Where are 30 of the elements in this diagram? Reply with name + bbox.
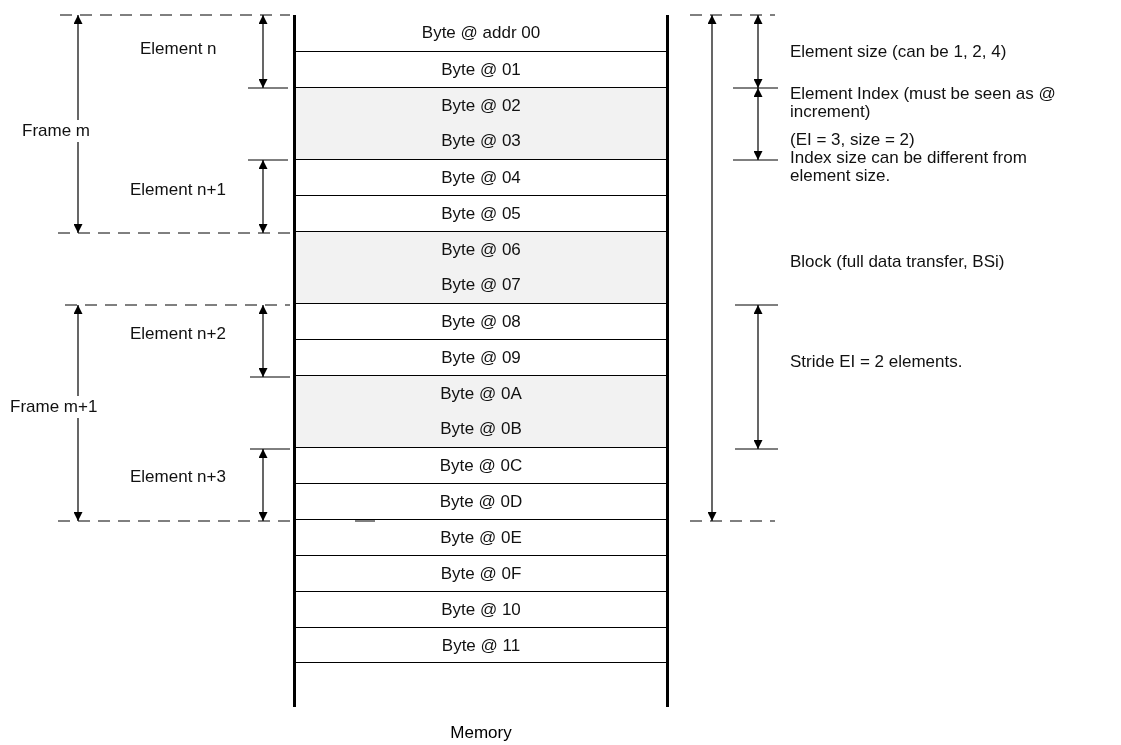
dimension-label: Frame m: [22, 120, 90, 142]
memory-cell: Byte @ 02: [296, 87, 666, 123]
dimension-label: Index size can be different from element size.: [790, 149, 1028, 185]
memory-cell: Byte @ 06: [296, 231, 666, 267]
dimension-label: Element n: [140, 40, 218, 58]
node-label: Byte @ 03: [441, 131, 521, 150]
memory-cell: Byte @ 0E: [296, 519, 666, 555]
memory-cell: Byte @ 07: [296, 267, 666, 303]
memory-cell: Byte @ 08: [296, 303, 666, 339]
dimension-label: Stride EI = 2 elements.: [790, 353, 964, 371]
memory-cell: Byte @ 0A: [296, 375, 666, 411]
dimension-label: Element size (can be 1, 2, 4): [790, 43, 1008, 61]
dimension-label: Element Index (must be seen as @ increment): [790, 85, 1057, 121]
node-label: Byte @ 0B: [440, 419, 522, 438]
dimension-label: Element n+1: [130, 181, 227, 199]
memory-cell: Byte @ 0C: [296, 447, 666, 483]
memory-cell: Byte @ 0F: [296, 555, 666, 591]
column-title: Memory: [449, 723, 513, 743]
memory-cell: Byte @ addr 00: [296, 15, 666, 51]
memory-cell: Byte @ 0D: [296, 483, 666, 519]
dimension-label: Element n+2: [130, 325, 227, 343]
memory-cell: Byte @ 10: [296, 591, 666, 627]
memory-cell: Byte @ 11: [296, 627, 666, 663]
dimension-label: Frame m+1: [10, 396, 98, 418]
memory-cell: Byte @ 04: [296, 159, 666, 195]
memory-cell: Byte @ 0B: [296, 411, 666, 447]
memory-cell: Byte @ 03: [296, 123, 666, 159]
dimension-label: (EI = 3, size = 2): [790, 131, 916, 149]
node-label: Byte @ 07: [441, 275, 521, 294]
dimension-label: Element n+3: [130, 468, 227, 486]
